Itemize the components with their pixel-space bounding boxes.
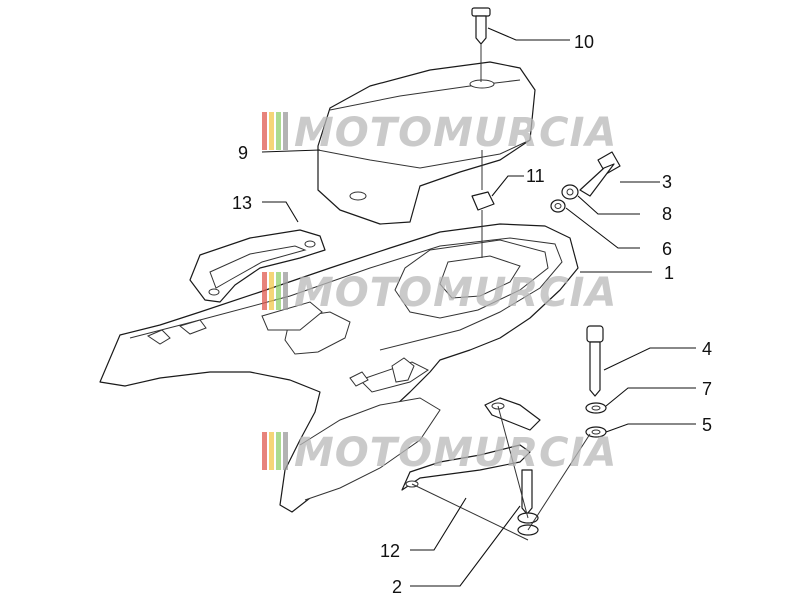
screw-part-10 bbox=[471, 7, 491, 82]
callout-8: 8 bbox=[662, 204, 672, 224]
leader-10 bbox=[487, 27, 570, 41]
washer-part-5 bbox=[585, 426, 607, 438]
washer-part-7 bbox=[585, 402, 607, 414]
callout-9: 9 bbox=[238, 143, 248, 163]
watermark-stripe bbox=[283, 272, 288, 310]
leader-7 bbox=[605, 387, 696, 407]
leader-8 bbox=[577, 195, 640, 215]
bracket-part bbox=[401, 397, 541, 491]
watermark-stripe bbox=[269, 112, 274, 150]
screw-part-2 bbox=[517, 469, 539, 536]
callout-6: 6 bbox=[662, 239, 672, 259]
grab-handle-part bbox=[189, 229, 326, 303]
leader-12 bbox=[410, 497, 467, 551]
washer-part-8 bbox=[561, 184, 579, 200]
watermark-stripe bbox=[262, 112, 267, 150]
callout-12: 12 bbox=[380, 541, 400, 561]
callout-7: 7 bbox=[702, 379, 712, 399]
watermark-stripe bbox=[276, 112, 281, 150]
leader-9 bbox=[261, 149, 321, 153]
clip-nut-part bbox=[471, 150, 495, 258]
callout-labels: 10 9 3 11 13 8 6 1 4 7 5 12 2 bbox=[232, 32, 712, 597]
watermark-stamp: MOTOMURCIA bbox=[262, 430, 617, 476]
watermark-stripe bbox=[262, 272, 267, 310]
watermark-stripe bbox=[283, 432, 288, 470]
watermark-stripe bbox=[283, 112, 288, 150]
watermark-stripe bbox=[276, 272, 281, 310]
leader-13 bbox=[262, 201, 299, 223]
watermark-group: MOTOMURCIA MOTOMURCIA MOTOMURCIA bbox=[262, 110, 617, 476]
watermark-stripe bbox=[269, 432, 274, 470]
seat-cushion-part bbox=[317, 61, 536, 225]
watermark-text: MOTOMURCIA bbox=[294, 270, 617, 316]
watermark-stamp: MOTOMURCIA bbox=[262, 110, 617, 156]
callout-13: 13 bbox=[232, 193, 252, 213]
callout-11: 11 bbox=[526, 166, 545, 186]
callout-3: 3 bbox=[662, 172, 672, 192]
leader-lines bbox=[261, 27, 696, 587]
watermark-stripe bbox=[269, 272, 274, 310]
bolt-part-3 bbox=[579, 151, 621, 197]
watermark-text: MOTOMURCIA bbox=[294, 110, 617, 156]
watermark-text: MOTOMURCIA bbox=[294, 430, 617, 476]
callout-5: 5 bbox=[702, 415, 712, 435]
washer-part-6 bbox=[550, 199, 566, 213]
watermark-stamp: MOTOMURCIA bbox=[262, 270, 617, 316]
leader-4 bbox=[603, 347, 696, 371]
callout-4: 4 bbox=[702, 339, 712, 359]
callout-2: 2 bbox=[392, 577, 402, 597]
bolt-part-4 bbox=[586, 325, 604, 397]
rear-cover-part bbox=[99, 223, 579, 513]
callout-10: 10 bbox=[574, 32, 594, 52]
leader-2 bbox=[410, 505, 521, 587]
watermark-stripe bbox=[276, 432, 281, 470]
leader-5 bbox=[605, 423, 696, 433]
callout-1: 1 bbox=[664, 263, 674, 283]
watermark-stripe bbox=[262, 432, 267, 470]
leader-11 bbox=[491, 175, 524, 197]
leader-6 bbox=[565, 207, 640, 249]
